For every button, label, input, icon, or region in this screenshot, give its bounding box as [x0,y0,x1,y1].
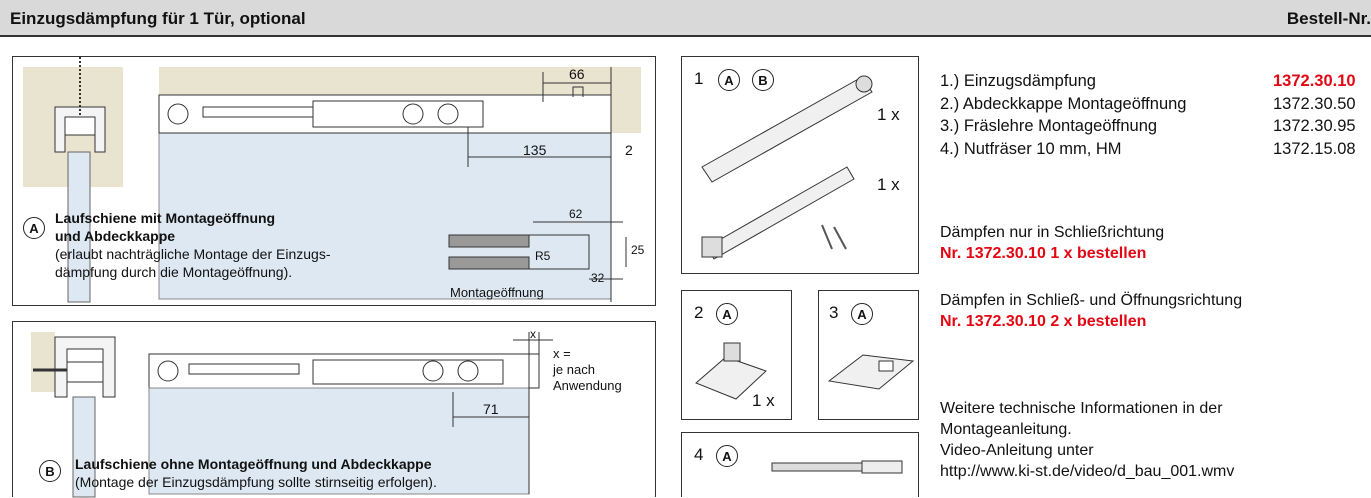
box4-number: 4 [694,445,704,464]
note-close-only-text: Dämpfen nur in Schließrichtung [940,224,1165,241]
order-item-name: 1.) Einzugsdämpfung [940,72,1096,90]
panel-a-heading-1: Laufschiene mit Montageöffnung [55,210,276,226]
note-close-open-order: Nr. 1372.30.10 2 x bestellen [940,313,1147,330]
dim-25: 25 [631,243,645,257]
panel-b-desc: (Montage der Einzugsdämpfung sollte stir… [75,474,437,490]
damper-drawing [701,75,873,260]
order-item-name: 4.) Nutfräser 10 mm, HM [940,139,1122,158]
part-box-2: 2 A 1 x [681,290,792,420]
box3-number: 3 [829,303,839,322]
panel-b-heading: Laufschiene ohne Montageöffnung und Abde… [75,456,432,472]
info-text: Weitere technische Informationen in der … [940,398,1234,482]
note-close-open: Dämpfen in Schließ- und Öffnungsrichtung… [940,290,1242,332]
panel-a-desc-1: (erlaubt nachträgliche Montage der Einzu… [55,246,331,262]
panel-a-desc-2: dämpfung durch die Montageöffnung). [55,264,293,280]
video-link[interactable]: http://www.ki-st.de/video/d_bau_001.wmv [940,463,1235,480]
note-close-open-text: Dämpfen in Schließ- und Öffnungsrichtung [940,292,1243,309]
dim-66: 66 [569,66,585,82]
part-box-4: 4 A [681,432,919,497]
x-note-1: x = [553,346,571,361]
dim-32: 32 [591,271,605,285]
box1-qty-1: 1 x [877,105,900,124]
part-box-3: 3 A [818,290,919,420]
badge-b: B [39,460,61,482]
panel-a-drawing [23,57,641,303]
box1-number: 1 [694,69,704,88]
order-item-number: 1372.30.50 [1273,94,1356,113]
panel-b: x x = je nach Anwendung 71 B Laufschiene… [12,321,656,498]
info-line-3: Video-Anleitung unter [940,442,1094,459]
panel-a: 66 135 2 62 25 32 R5 Montageöffnung A La… [12,56,656,306]
box1-badge-b: B [752,69,774,91]
box2-badge: A [716,303,738,325]
panel-a-text: Laufschiene mit Montageöffnung und Abdec… [55,209,331,281]
panel-a-heading-2: und Abdeckkappe [55,228,176,244]
x-marker: x [530,327,536,341]
order-item-number: 1372.30.10 [1273,72,1356,90]
order-item-number: 1372.15.08 [1273,139,1356,158]
note-close-only: Dämpfen nur in Schließrichtung Nr. 1372.… [940,222,1164,264]
section-title: Einzugsdämpfung für 1 Tür, optional [10,9,306,28]
panel-b-text: Laufschiene ohne Montageöffnung und Abde… [75,455,437,491]
box3-badge: A [851,303,873,325]
x-note: x = je nach Anwendung [553,346,622,394]
mounting-opening-caption: Montageöffnung [450,285,544,300]
x-note-3: Anwendung [553,378,622,393]
box1-badge-a: A [718,69,740,91]
order-item-name: 2.) Abdeckkappe Montageöffnung [940,94,1187,113]
part-box-1: 1 A B 1 x 1 x [681,56,919,274]
section-header: Einzugsdämpfung für 1 Tür, optional Best… [0,0,1371,37]
dim-r5: R5 [535,249,551,263]
panel-b-drawing [31,332,553,498]
dim-71: 71 [483,401,499,417]
router-template-drawing [827,354,915,390]
order-number-heading: Bestell-Nr. [1286,9,1371,28]
cover-cap-drawing [695,342,767,400]
badge-a: A [23,217,45,239]
order-item-number: 1372.30.95 [1273,117,1356,135]
order-item-name: 3.) Fräslehre Montageöffnung [940,117,1158,135]
info-line-1: Weitere technische Informationen in der [940,400,1223,417]
dim-2: 2 [625,142,633,158]
info-line-2: Montageanleitung. [940,421,1072,438]
dim-135: 135 [523,142,547,158]
router-bit-drawing [771,460,903,474]
box2-qty: 1 x [752,391,775,410]
box1-qty-2: 1 x [877,175,900,194]
x-note-2: je nach [553,362,595,377]
note-close-only-order: Nr. 1372.30.10 1 x bestellen [940,245,1147,262]
dim-62: 62 [569,207,583,221]
box4-badge: A [716,445,738,467]
box2-number: 2 [694,303,704,322]
